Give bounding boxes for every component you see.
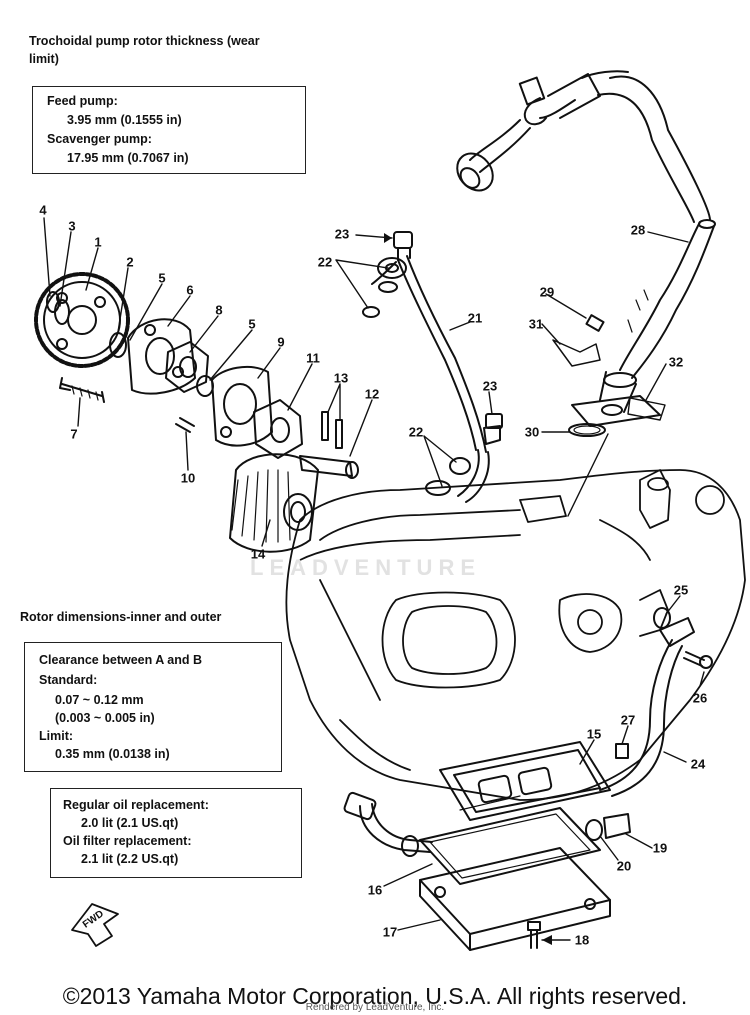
callout-22-lower: 22 bbox=[408, 424, 424, 440]
callout-27: 27 bbox=[620, 712, 636, 728]
oil-capacity-box: Regular oil replacement: 2.0 lit (2.1 US… bbox=[50, 788, 302, 878]
callout-13: 13 bbox=[333, 370, 349, 386]
callout-5-lower: 5 bbox=[248, 316, 256, 332]
limit-value: 0.35 mm (0.0138 in) bbox=[55, 747, 170, 761]
standard-mm-value: 0.07 ~ 0.12 mm bbox=[55, 693, 144, 707]
callout-23-lower: 23 bbox=[482, 378, 498, 394]
callout-28: 28 bbox=[630, 222, 646, 238]
callout-18: 18 bbox=[574, 932, 590, 948]
callout-14: 14 bbox=[250, 546, 266, 562]
standard-label: Standard: bbox=[39, 673, 98, 687]
scavenger-pump-label: Scavenger pump: bbox=[47, 132, 152, 146]
callout-7: 7 bbox=[70, 426, 78, 442]
callout-17: 17 bbox=[382, 924, 398, 940]
callout-8: 8 bbox=[215, 302, 223, 318]
callout-24: 24 bbox=[690, 756, 706, 772]
crankcase bbox=[285, 469, 746, 801]
limit-label: Limit: bbox=[39, 729, 74, 743]
callout-19: 19 bbox=[652, 840, 668, 856]
callout-2: 2 bbox=[126, 254, 134, 270]
standard-in-value: (0.003 ~ 0.005 in) bbox=[55, 711, 155, 725]
callout-30: 30 bbox=[524, 424, 540, 440]
callout-3: 3 bbox=[68, 218, 76, 234]
feed-pump-label: Feed pump: bbox=[47, 94, 118, 108]
callout-5-upper: 5 bbox=[158, 270, 166, 286]
clearance-label: Clearance between A and B bbox=[39, 653, 203, 667]
callout-10: 10 bbox=[180, 470, 196, 486]
callout-32: 32 bbox=[668, 354, 684, 370]
callout-23-upper: 23 bbox=[334, 226, 350, 242]
oil-pump-assembly bbox=[34, 272, 359, 553]
rotor-dimensions-heading: Rotor dimensions-inner and outer bbox=[20, 610, 222, 624]
callout-21: 21 bbox=[467, 310, 483, 326]
callout-12: 12 bbox=[364, 386, 380, 402]
callout-25: 25 bbox=[673, 582, 689, 598]
oil-filter-label: Oil filter replacement: bbox=[63, 834, 192, 848]
callout-31: 31 bbox=[528, 316, 544, 332]
fwd-arrow-icon bbox=[71, 903, 119, 947]
callout-15: 15 bbox=[586, 726, 602, 742]
hose-fitting-32 bbox=[552, 314, 666, 437]
rotor-dimensions-box: Clearance between A and B Standard: 0.07… bbox=[24, 642, 282, 772]
callout-26: 26 bbox=[692, 690, 708, 706]
callout-9: 9 bbox=[277, 334, 285, 350]
oil-strainer-assembly bbox=[343, 607, 713, 951]
callout-11: 11 bbox=[306, 350, 320, 366]
rotor-thickness-heading-line1: Trochoidal pump rotor thickness (wear bbox=[29, 34, 260, 48]
callout-1: 1 bbox=[94, 234, 102, 250]
callout-22-upper: 22 bbox=[317, 254, 333, 270]
rotor-thickness-heading-line2: limit) bbox=[29, 52, 59, 66]
callout-29: 29 bbox=[539, 284, 555, 300]
leader-lines bbox=[43, 217, 705, 941]
callout-16: 16 bbox=[367, 882, 383, 898]
callout-4: 4 bbox=[39, 202, 47, 218]
rendered-by-notice: Rendered by LeadVenture, Inc. bbox=[305, 1002, 445, 1013]
copyright-notice: ©2013 Yamaha Motor Corporation, U.S.A. A… bbox=[62, 983, 688, 1009]
watermark: LEADVENTURE bbox=[250, 555, 482, 580]
oil-pipe-21 bbox=[362, 231, 503, 503]
callout-6: 6 bbox=[186, 282, 194, 298]
oil-hose-28 bbox=[456, 70, 716, 379]
regular-oil-label: Regular oil replacement: bbox=[63, 798, 209, 812]
regular-oil-value: 2.0 lit (2.1 US.qt) bbox=[81, 816, 179, 830]
feed-pump-value: 3.95 mm (0.1555 in) bbox=[67, 113, 182, 127]
rotor-thickness-heading: Trochoidal pump rotor thickness (wear li… bbox=[29, 32, 329, 68]
callout-20: 20 bbox=[616, 858, 632, 874]
rotor-thickness-box: Feed pump: 3.95 mm (0.1555 in) Scavenger… bbox=[32, 86, 306, 174]
oil-filter-value: 2.1 lit (2.2 US.qt) bbox=[81, 852, 179, 866]
scavenger-pump-value: 17.95 mm (0.7067 in) bbox=[67, 151, 189, 165]
